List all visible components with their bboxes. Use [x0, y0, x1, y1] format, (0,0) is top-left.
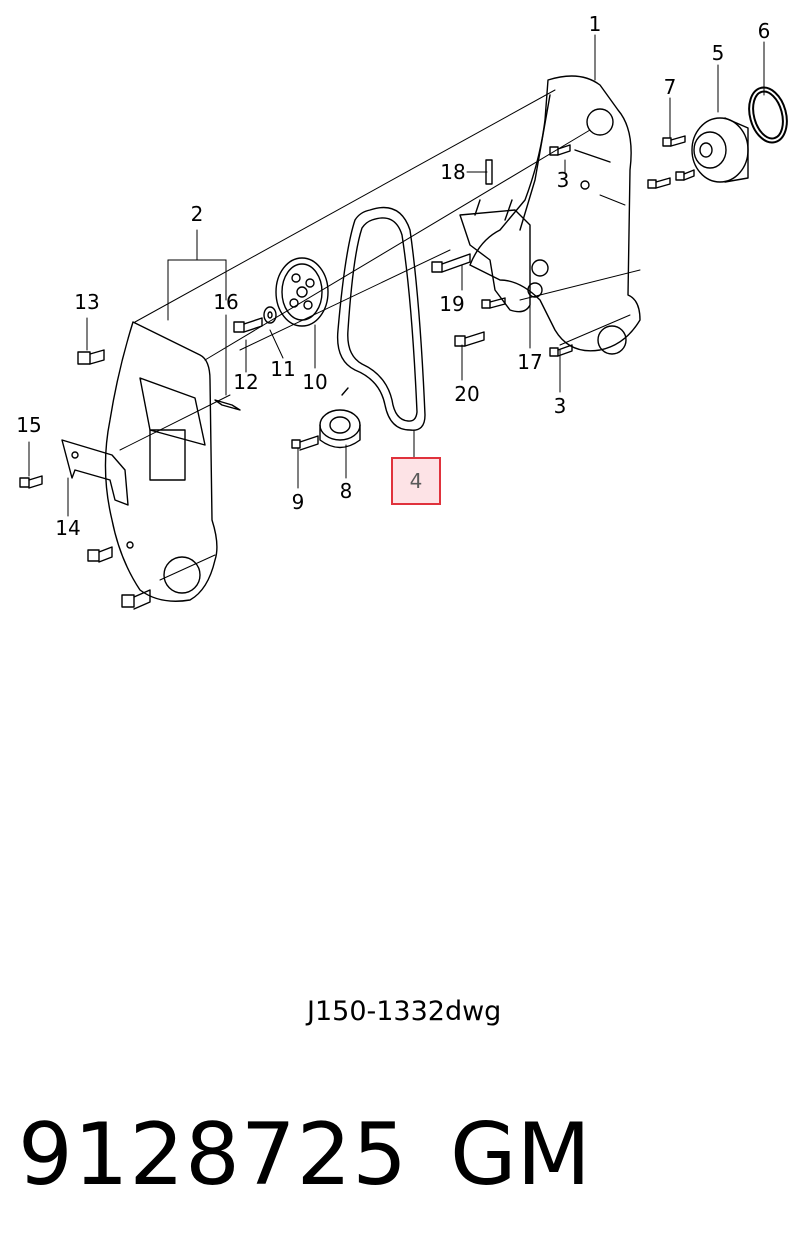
callout-1[interactable]: 1 [588, 12, 602, 36]
brand-name: GM [450, 1105, 591, 1205]
small-bolts [549, 144, 573, 357]
callout-17[interactable]: 17 [517, 350, 543, 374]
timing-belt [336, 206, 426, 431]
callout-8[interactable]: 8 [339, 479, 353, 503]
callout-7[interactable]: 7 [663, 75, 677, 99]
callout-3-upper[interactable]: 3 [556, 168, 570, 192]
rear-timing-cover [469, 75, 641, 355]
callout-14[interactable]: 14 [55, 516, 81, 540]
drawing-code: J150-1332dwg [307, 996, 502, 1027]
callout-11[interactable]: 11 [270, 357, 296, 381]
tensioner-pulley [319, 387, 361, 449]
assembly-guide-lines [119, 89, 641, 581]
part-number: 9128725 [18, 1105, 409, 1205]
callout-10[interactable]: 10 [302, 370, 328, 394]
callout-9[interactable]: 9 [291, 490, 305, 514]
front-timing-cover [104, 321, 218, 602]
callout-4-highlighted[interactable]: 4 [391, 457, 441, 505]
callout-3-lower[interactable]: 3 [553, 394, 567, 418]
sprocket-bolt [233, 317, 263, 333]
washer [263, 306, 277, 324]
water-pump [691, 117, 749, 183]
callout-12[interactable]: 12 [233, 370, 259, 394]
callout-18[interactable]: 18 [440, 160, 466, 184]
lower-gasket-plate [61, 439, 129, 506]
callout-5[interactable]: 5 [711, 41, 725, 65]
exploded-parts-diagram [19, 34, 788, 610]
callout-13[interactable]: 13 [74, 290, 100, 314]
callout-19[interactable]: 19 [439, 292, 465, 316]
callout-6[interactable]: 6 [757, 19, 771, 43]
cover-bolts [19, 349, 151, 610]
stud [485, 159, 493, 185]
callout-16[interactable]: 16 [213, 290, 239, 314]
water-pump-bolts [647, 135, 695, 189]
callout-15[interactable]: 15 [16, 413, 42, 437]
camshaft-sprocket [275, 257, 329, 327]
bracket-bolt [454, 297, 506, 347]
callout-leader-lines [28, 34, 765, 517]
o-ring-seal [748, 86, 788, 144]
long-bolt [431, 253, 471, 273]
tensioner-bolt [291, 435, 319, 451]
woodruff-key [214, 399, 241, 411]
callout-2[interactable]: 2 [190, 202, 204, 226]
callout-20[interactable]: 20 [454, 382, 480, 406]
idler-bracket [459, 199, 549, 313]
